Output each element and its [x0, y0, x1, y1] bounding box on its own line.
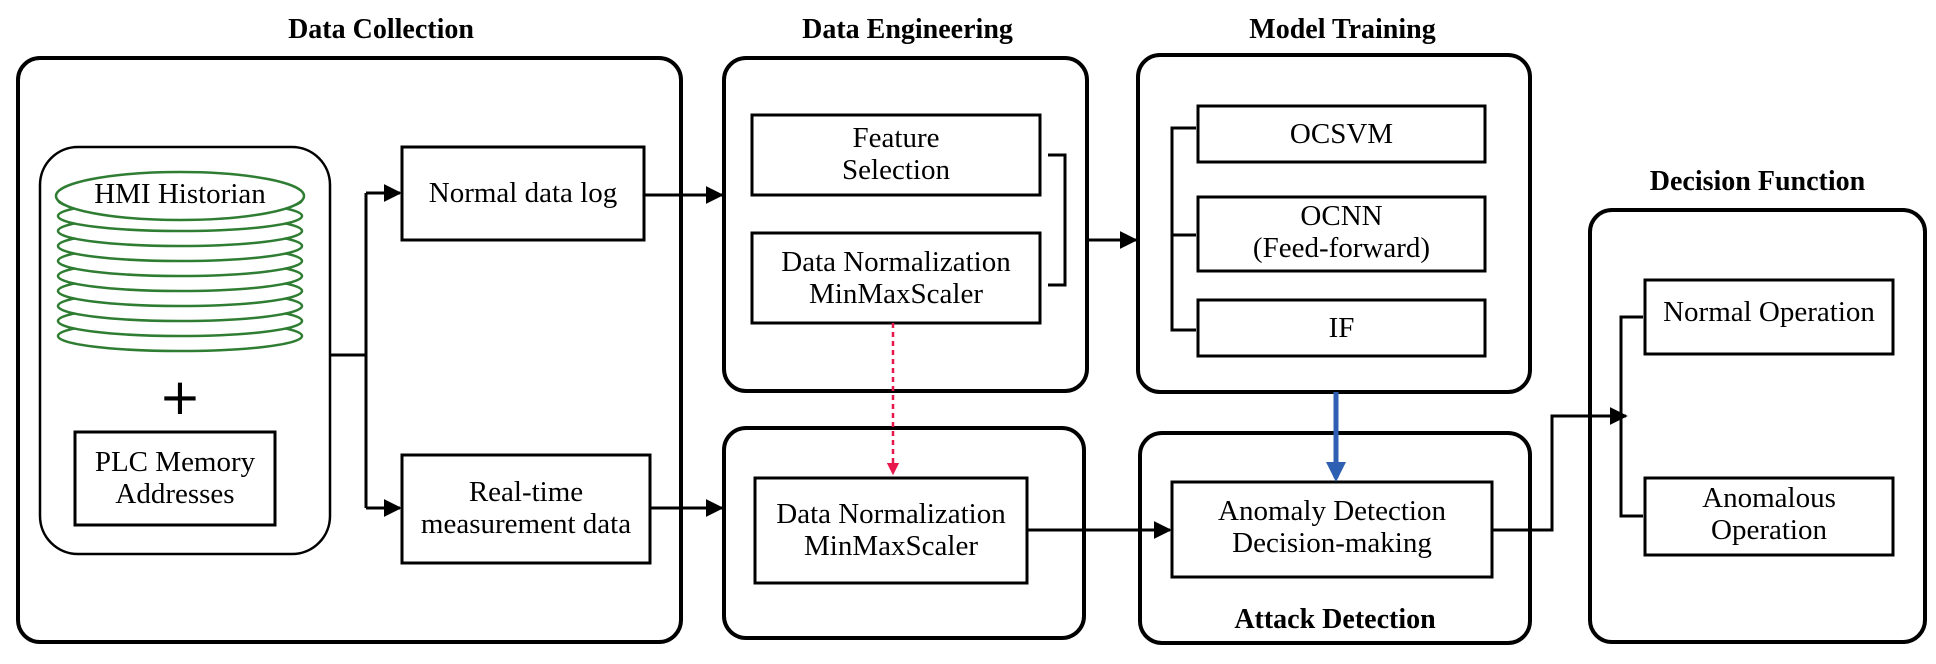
model-if-label: IF	[1328, 312, 1355, 344]
normalization-train-label: Data Normalization MinMaxScaler	[781, 246, 1011, 311]
feature-selection-box	[750, 113, 1042, 197]
model-bracket	[1170, 126, 1196, 332]
hmi-historian-label: HMI Historian	[94, 178, 266, 210]
data-engineering-top-panel	[722, 56, 1089, 393]
if-box	[1196, 298, 1487, 358]
model-ocsvm-label: OCSVM	[1289, 118, 1394, 150]
anomalous-operation-box	[1643, 476, 1895, 557]
decision-function-title: Decision Function	[1649, 166, 1866, 197]
model-training-title: Model Training	[1249, 14, 1436, 45]
realtime-label: Real-time measurement data	[420, 476, 632, 541]
decision-function-panel	[1588, 208, 1927, 644]
data-engineering-bottom-panel	[722, 426, 1086, 640]
arrow-anomaly-to-decision	[1492, 407, 1628, 532]
data-collection-panel	[16, 56, 683, 644]
normalization-train-box	[750, 231, 1042, 325]
connectors	[330, 126, 1643, 539]
engineering-bracket	[1048, 153, 1067, 287]
anomaly-detection-label: Anomaly Detection Decision-making	[1218, 495, 1446, 560]
anomalous-operation-label: Anomalous Operation	[1702, 482, 1836, 547]
data-collection-title: Data Collection	[288, 14, 474, 45]
feature-selection-label: Feature Selection	[842, 122, 950, 187]
database-icon	[54, 170, 306, 353]
normal-operation-box	[1643, 278, 1895, 356]
ocnn-box	[1196, 195, 1487, 273]
ocsvm-box	[1196, 104, 1487, 164]
plc-memory-label: PLC Memory Addresses	[94, 446, 256, 511]
normal-log-label: Normal data log	[428, 177, 618, 209]
decision-bracket	[1619, 315, 1643, 518]
plc-memory-box	[73, 430, 277, 527]
source-container	[38, 145, 332, 556]
normal-operation-label: Normal Operation	[1663, 296, 1875, 328]
data-engineering-title: Data Engineering	[802, 14, 1013, 45]
attack-detection-title: Attack Detection	[1234, 604, 1436, 635]
normalization-live-label: Data Normalization MinMaxScaler	[776, 498, 1006, 563]
model-ocnn-label: OCNN (Feed-forward)	[1252, 200, 1431, 265]
plus-icon: +	[159, 368, 201, 426]
